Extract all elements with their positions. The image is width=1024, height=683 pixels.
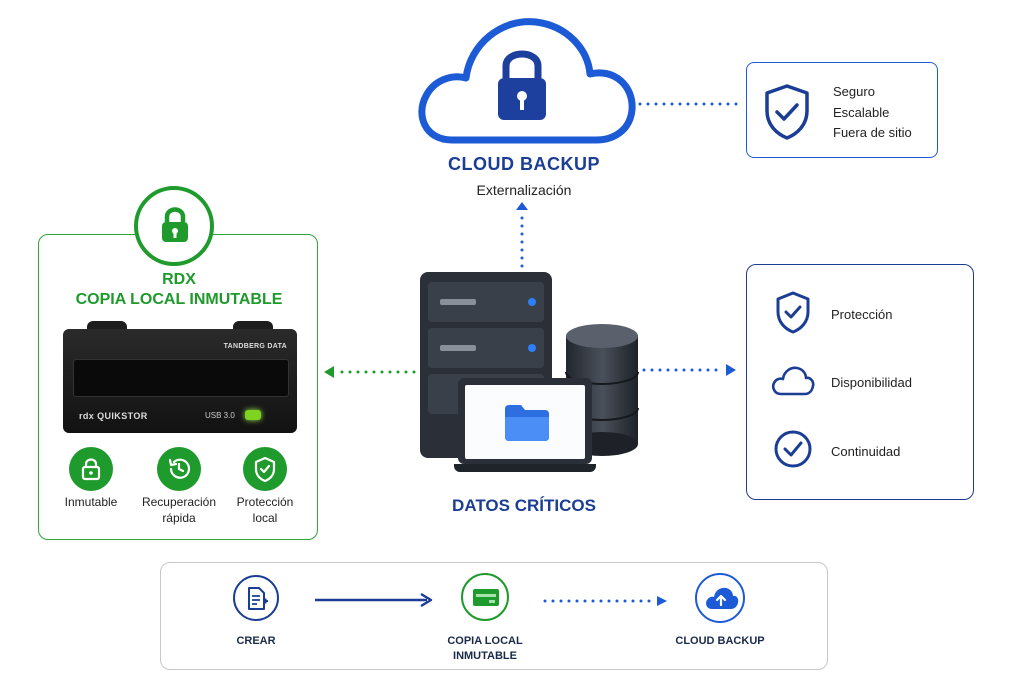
device-body: TANDBERG DATA rdx QUIKSTOR USB 3.0 (63, 329, 297, 433)
rdx-feature-proteccion-label-2: local (252, 511, 278, 525)
lock-cloud-icon (418, 18, 636, 144)
server-unit-2 (428, 328, 544, 368)
dotted-connector-cloud-features (638, 102, 746, 106)
rdx-cartridge-icon (473, 589, 499, 606)
flow-step-crear-badge (233, 575, 279, 621)
device-model: rdx QUIKSTOR (79, 411, 148, 421)
flow-step-cloud-label: CLOUD BACKUP (675, 635, 765, 647)
rdx-feature-recuperacion-label: Recuperación (141, 495, 217, 509)
lock-icon (81, 458, 101, 481)
device-port: USB 3.0 (205, 411, 235, 420)
dotted-arrow-right-to-benefits (642, 364, 736, 376)
rdx-quikstor-device: TANDBERG DATA rdx QUIKSTOR USB 3.0 (63, 321, 297, 433)
clock-restore-icon (168, 458, 191, 479)
folder-icon (505, 405, 549, 441)
flow-step-copia-badge (461, 573, 509, 621)
benefits-card: Protección Disponibilidad Continuidad (746, 264, 974, 500)
rdx-card: RDX COPIA LOCAL INMUTABLE TANDBERG DATA … (38, 234, 318, 540)
cloud-features-card: Seguro Escalable Fuera de sitio (746, 62, 938, 158)
rdx-feature-recuperacion-badge (157, 447, 201, 491)
cloud-upload-icon (706, 587, 739, 609)
rdx-feature-inmutable-badge (69, 447, 113, 491)
device-led (245, 410, 261, 420)
device-brand: TANDBERG DATA (223, 343, 287, 350)
flow-step-cloud-badge (695, 573, 745, 623)
benefit-continuidad-label: Continuidad (831, 444, 901, 459)
rdx-feature-recuperacion-label-2: rápida (162, 511, 196, 525)
rdx-title: RDX (162, 271, 196, 288)
rdx-feature-proteccion-badge (243, 447, 287, 491)
check-circle-icon (774, 430, 812, 468)
cloud-feature-seguro: Seguro (833, 84, 875, 99)
shield-check-icon (776, 291, 810, 334)
cloud-feature-fuera-de-sitio: Fuera de sitio (833, 125, 912, 140)
flow-step-copia-label: COPIA LOCAL (447, 635, 523, 647)
laptop-lid (458, 378, 592, 464)
benefit-disponibilidad-label: Disponibilidad (831, 375, 912, 390)
document-edit-icon (248, 587, 268, 610)
cloud-feature-escalable: Escalable (833, 105, 890, 120)
flow-step-crear-label: CREAR (236, 635, 276, 647)
server-unit-1 (428, 282, 544, 322)
datos-criticos-title: DATOS CRÍTICOS (452, 496, 596, 515)
dotted-arrow-up-to-cloud (516, 202, 528, 272)
laptop-base (454, 464, 596, 472)
lock-icon (162, 207, 188, 242)
shield-check-icon (254, 456, 276, 483)
rdx-subtitle: COPIA LOCAL INMUTABLE (75, 291, 283, 308)
flow-step-copia-label-2: INMUTABLE (453, 650, 517, 662)
flow-card: CREAR COPIA LOCAL INMUTABLE CLOUD BACKUP (160, 562, 828, 670)
laptop-screen (465, 385, 585, 459)
flow-arrow-dotted (543, 596, 667, 606)
device-slot (73, 359, 289, 397)
laptop (454, 378, 596, 474)
rdx-feature-proteccion-label: Protección (236, 495, 294, 509)
cloud-backup-title: CLOUD BACKUP (448, 154, 600, 174)
flow-arrow-solid (315, 592, 433, 608)
cloud-icon (771, 366, 815, 396)
rdx-feature-inmutable-label: Inmutable (64, 495, 118, 509)
benefit-proteccion-label: Protección (831, 307, 893, 322)
dotted-arrow-left-to-rdx (324, 366, 418, 378)
cloud-backup-subtitle: Externalización (476, 182, 572, 198)
rdx-lock-badge (134, 186, 214, 266)
shield-check-icon (765, 84, 809, 140)
